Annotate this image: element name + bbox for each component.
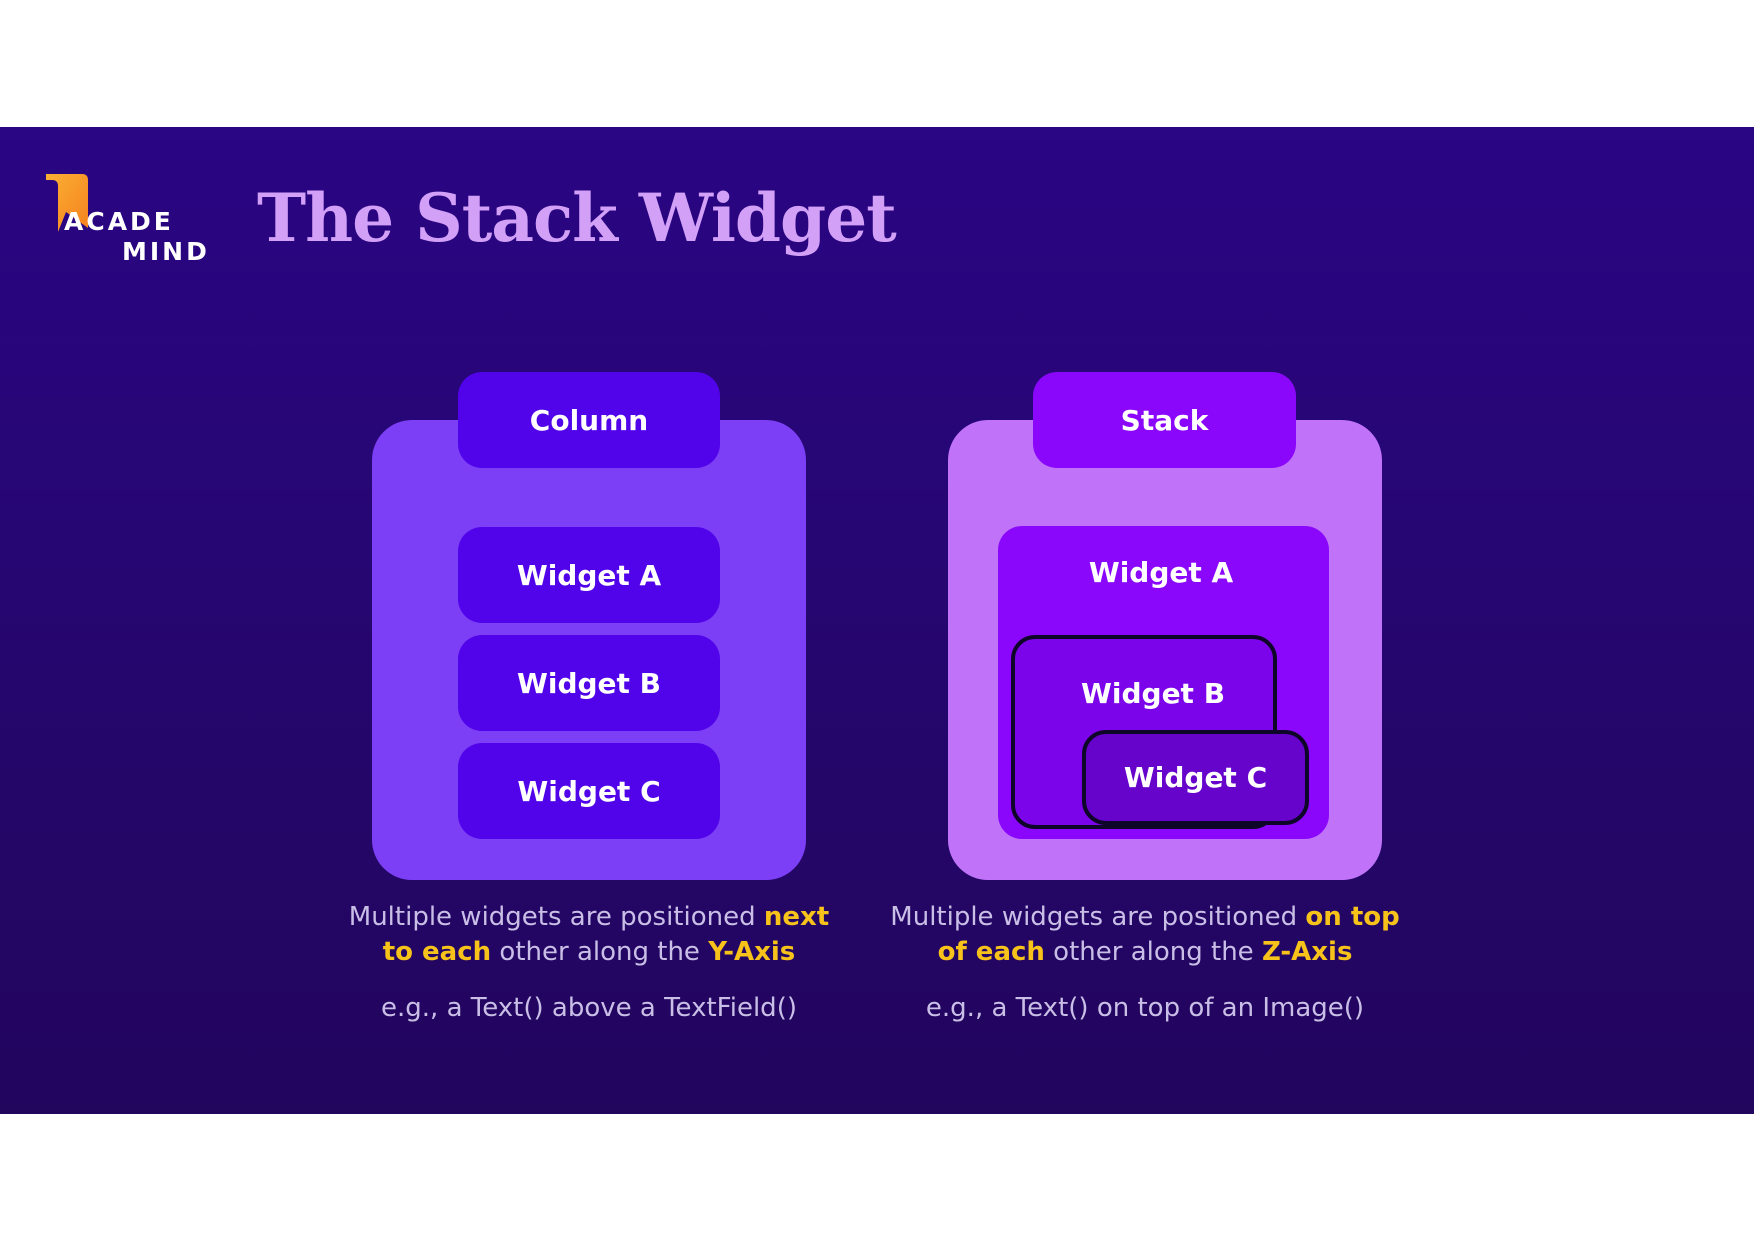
column-caption-highlight: to each: [382, 937, 492, 967]
stack-widget-b-label: Widget B: [1081, 677, 1226, 710]
column-widget-b: Widget B: [458, 635, 720, 731]
stack-caption-highlight: on top: [1305, 902, 1400, 932]
column-widget-c: Widget C: [458, 743, 720, 839]
slide-background: ACADE MIND The Stack Widget Column Widge…: [0, 127, 1754, 1114]
stack-widget-c: Widget C: [1082, 730, 1309, 825]
stack-caption-axis: Z-Axis: [1261, 937, 1353, 967]
column-caption-text: Multiple widgets are positioned: [348, 902, 764, 932]
column-caption-axis: Y-Axis: [708, 937, 796, 967]
column-example: e.g., a Text() above a TextField(): [381, 993, 797, 1023]
stack-widget-a-label: Widget A: [1088, 556, 1234, 589]
stack-caption-text: Multiple widgets are positioned: [890, 902, 1306, 932]
column-tab: Column: [458, 372, 720, 468]
column-caption-highlight: next: [763, 902, 830, 932]
bookmark-icon: [46, 174, 88, 232]
stack-tab: Stack: [1033, 372, 1296, 468]
stack-caption-highlight: of each: [937, 937, 1045, 967]
page-title: The Stack Widget: [257, 179, 897, 257]
logo-text-line2: MIND: [122, 237, 210, 266]
academind-logo: ACADE MIND: [44, 172, 214, 272]
column-widget-a: Widget A: [458, 527, 720, 623]
column-caption: Multiple widgets are positioned next to …: [339, 900, 839, 970]
stack-caption: Multiple widgets are positioned on top o…: [890, 900, 1400, 970]
stack-example: e.g., a Text() on top of an Image(): [925, 993, 1365, 1023]
stack-caption-text: other along the: [1044, 937, 1262, 967]
column-caption-text: other along the: [491, 937, 709, 967]
logo-text-line1: ACADE: [64, 207, 174, 236]
